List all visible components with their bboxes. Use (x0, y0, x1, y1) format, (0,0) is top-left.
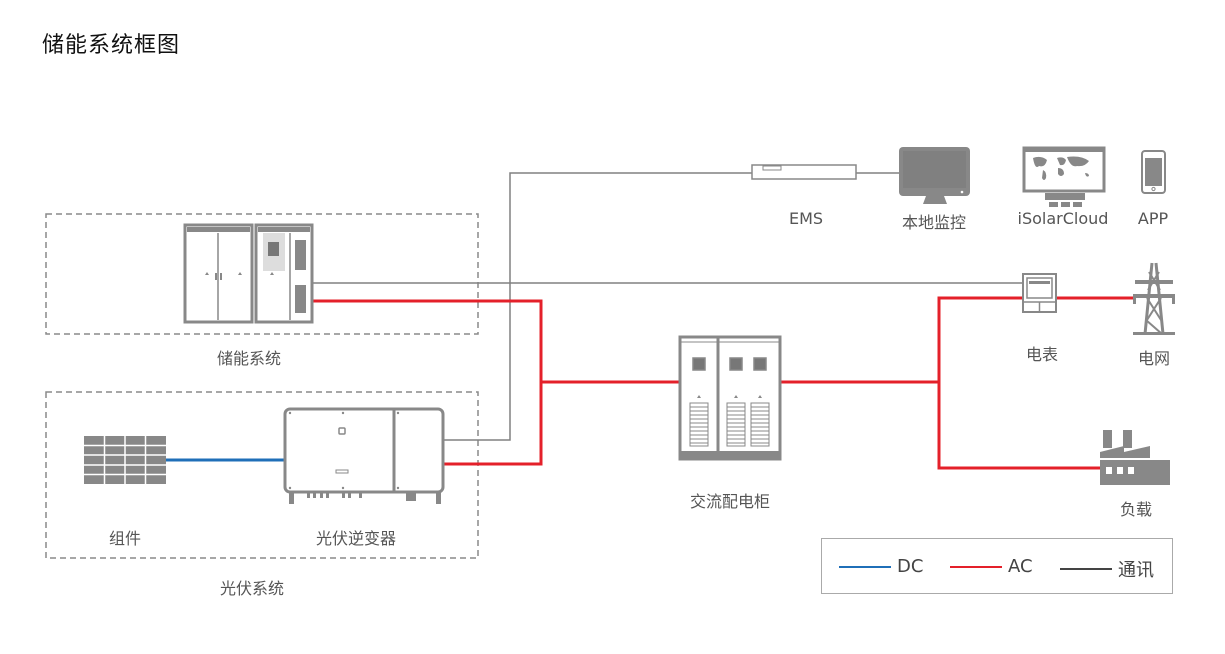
storage-system-label: 储能系统 (216, 349, 282, 368)
app-label: APP (1137, 209, 1169, 228)
comm-line-swatch (1060, 568, 1112, 570)
monitor-icon (899, 147, 970, 204)
page-title: 储能系统框图 (42, 33, 181, 58)
dc-line-swatch (839, 565, 891, 568)
ac-line-load-branch (937, 382, 1102, 470)
transmission-tower-icon (1133, 262, 1175, 335)
comm-line-inverter-ems (443, 172, 752, 441)
meter-label: 电表 (1025, 345, 1059, 364)
pv-system-group (45, 391, 479, 559)
solar-panel-icon (84, 436, 166, 484)
storage-system-group (45, 213, 479, 335)
ac-line-grid-branch (937, 296, 1023, 382)
legend: DC AC 通讯 (821, 538, 1173, 594)
pv-system-label: 光伏系统 (219, 579, 285, 598)
battery-cabinet-icon (183, 223, 314, 324)
ems-label: EMS (788, 209, 824, 228)
ems-device-icon (751, 164, 857, 180)
legend-label-ac: AC (1008, 556, 1033, 577)
legend-label-comm: 通讯 (1118, 560, 1154, 581)
factory-icon (1100, 430, 1170, 485)
world-map-monitor-icon (1022, 146, 1106, 207)
pv-inverter-label: 光伏逆变器 (315, 529, 397, 548)
grid-label: 电网 (1137, 349, 1171, 368)
isolarcloud-label: iSolarCloud (1017, 209, 1109, 228)
electric-meter-icon (1022, 273, 1057, 313)
pv-module-label: 组件 (108, 529, 142, 548)
load-label: 负载 (1119, 500, 1153, 519)
legend-label-dc: DC (897, 556, 924, 577)
distribution-cabinet-icon (678, 335, 782, 461)
legend-item-ac: AC (950, 556, 1033, 577)
smartphone-icon (1141, 150, 1166, 194)
ac-line-swatch (950, 565, 1002, 568)
inverter-icon (283, 407, 445, 504)
legend-item-dc: DC (839, 556, 923, 577)
local-monitor-label: 本地监控 (901, 213, 967, 232)
ac-cabinet-label: 交流配电柜 (689, 492, 771, 511)
legend-item-comm: 通讯 (1060, 556, 1154, 582)
